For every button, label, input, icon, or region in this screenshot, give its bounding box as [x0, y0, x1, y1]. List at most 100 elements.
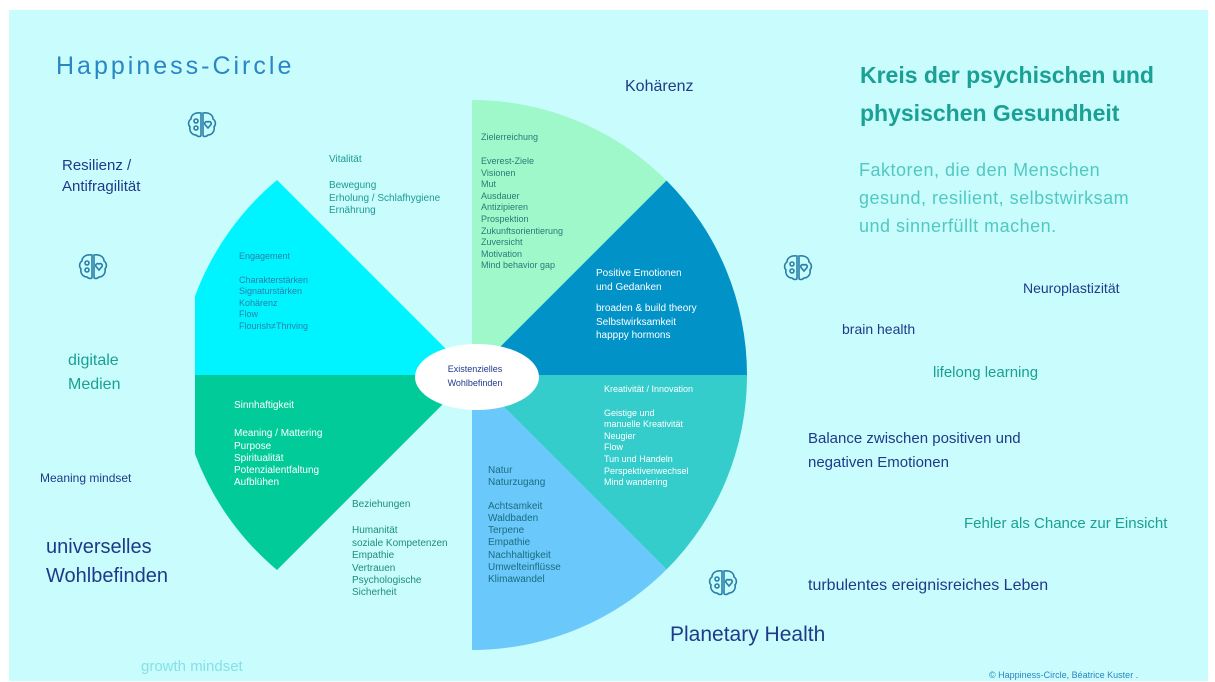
natur-heading-line1: Natur	[488, 465, 513, 476]
list-item: Sicherheit	[352, 587, 397, 599]
list-item: Zukunftsorientierung	[481, 225, 564, 236]
list-item: Erholung / Schlafhygiene	[329, 192, 441, 204]
list-item: Klimawandel	[488, 574, 545, 586]
list-item: manuelle Kreativität	[604, 419, 684, 430]
kreativitaet-heading: Kreativität / Innovation	[604, 384, 694, 394]
list-item: Zuversicht	[481, 237, 523, 248]
list-item: Waldbaden	[488, 512, 539, 524]
list-item: Tun und Handeln	[604, 453, 673, 464]
list-item: Motivation	[481, 248, 523, 259]
kreativitaet-block: Kreativität / Innovation Geistige und ma…	[604, 384, 693, 489]
list-item: Geistige und	[604, 407, 655, 418]
balance-line2: negativen Emotionen	[808, 454, 949, 471]
center-ellipse	[415, 344, 539, 410]
beziehungen-heading: Beziehungen	[352, 499, 411, 510]
brain-heart-icon	[76, 250, 110, 289]
vitalitaet-heading: Vitalität	[329, 154, 362, 165]
list-item: Nachhaltigkeit	[488, 549, 551, 561]
engagement-heading: Engagement	[239, 251, 291, 261]
list-item: Signaturstärken	[239, 286, 303, 297]
list-item: Achtsamkeit	[488, 500, 543, 512]
list-item: Mind behavior gap	[481, 260, 556, 271]
positive-heading-line1: Positive Emotionen	[596, 268, 682, 279]
zielerreichung-heading: Zielerreichung	[481, 132, 539, 142]
subtitle-line1: Faktoren, die den Menschen	[859, 160, 1101, 180]
list-item: Purpose	[234, 440, 272, 452]
list-item: Psychologische	[352, 575, 422, 587]
universelles-line2: Wohlbefinden	[46, 565, 168, 587]
list-item: Empathie	[488, 537, 531, 549]
list-item: Ernährung	[329, 205, 376, 217]
digitale-line1: digitale	[68, 352, 119, 369]
zielerreichung-list: Everest-Ziele Visionen Mut Ausdauer Anti…	[481, 156, 563, 272]
natur-block: Natur Naturzugang Achtsamkeit Waldbaden …	[488, 465, 561, 587]
turbulentes-leben: turbulentes ereignisreiches Leben	[808, 577, 1049, 594]
list-item: Flourish≠Thriving	[239, 320, 308, 331]
list-item: Potenzialentfaltung	[234, 465, 320, 477]
sinnhaftigkeit-heading: Sinnhaftigkeit	[234, 400, 295, 411]
brain-heart-icon	[185, 108, 219, 147]
diagram-canvas: Existenzielles Wohlbefinden Happiness-Ci…	[9, 10, 1208, 681]
kohaerenz-title: Kohärenz	[625, 78, 694, 95]
planetary-health: Planetary Health	[670, 623, 826, 646]
list-item: Aufblühen	[234, 477, 280, 489]
brain-heart-icon	[781, 251, 815, 290]
segment-sinnhaftigkeit	[195, 375, 472, 570]
center-label-line2: Wohlbefinden	[448, 378, 503, 388]
list-item: happpy hormons	[596, 330, 671, 341]
main-title-line2: physischen Gesundheit	[860, 100, 1120, 126]
sinnhaftigkeit-block: Sinnhaftigkeit Meaning / Mattering Purpo…	[234, 400, 322, 490]
neuroplastizitaet: Neuroplastizität	[1023, 280, 1120, 296]
subtitle-line2: gesund, resilient, selbstwirksam	[859, 188, 1130, 208]
list-item: Prospektion	[481, 213, 529, 224]
brain-health: brain health	[842, 321, 916, 337]
list-item: broaden & build theory	[596, 303, 697, 314]
list-item: Everest-Ziele	[481, 156, 535, 166]
list-item: Terpene	[488, 525, 525, 537]
engagement-block: Engagement Charakterstärken Signaturstär…	[239, 251, 308, 333]
fehler-als-chance: Fehler als Chance zur Einsicht	[964, 515, 1168, 532]
resilienz-line2: Antifragilität	[62, 178, 141, 195]
list-item: Spiritualität	[234, 452, 284, 464]
list-item: Humanität	[352, 525, 398, 537]
list-item: Selbstwirksamkeit	[596, 316, 677, 328]
list-item: Empathie	[352, 550, 395, 562]
digitale-line2: Medien	[68, 376, 121, 393]
universelles-line1: universelles	[46, 536, 152, 558]
list-item: Perspektivenwechsel	[604, 465, 689, 476]
segment-kreativitaet	[472, 375, 748, 570]
list-item: Bewegung	[329, 180, 377, 192]
list-item: Mut	[481, 179, 497, 190]
brain-heart-icon	[706, 566, 740, 605]
segment-natur	[472, 375, 667, 650]
natur-heading-line2: Naturzugang	[488, 477, 546, 489]
copyright: © Happiness-Circle, Béatrice Kuster .	[989, 670, 1139, 680]
center-label-line1: Existenzielles	[448, 364, 503, 374]
list-item: Antizipieren	[481, 202, 529, 213]
list-item: Umwelteinflüsse	[488, 562, 561, 574]
balance-line1: Balance zwischen positiven und	[808, 430, 1021, 447]
segment-zielerreichung	[472, 99, 667, 376]
resilienz-line1: Resilienz /	[62, 157, 132, 174]
subtitle-line3: und sinnerfüllt machen.	[859, 216, 1057, 236]
list-item: soziale Kompetenzen	[352, 537, 448, 549]
list-item: Ausdauer	[481, 190, 520, 201]
list-item: Kohärenz	[239, 297, 278, 308]
positive-heading-line2: und Gedanken	[596, 281, 662, 293]
list-item: Meaning / Mattering	[234, 428, 323, 440]
brand-title: Happiness-Circle	[56, 52, 295, 80]
list-item: Vertrauen	[352, 562, 396, 574]
segment-positive-emotionen	[472, 180, 747, 375]
list-item: Charakterstärken	[239, 274, 309, 285]
vitalitaet-block: Vitalität Bewegung Erholung / Schlafhygi…	[329, 154, 440, 218]
happiness-wheel: Existenzielles Wohlbefinden	[195, 99, 748, 650]
list-item: Flow	[604, 442, 624, 453]
list-item: Mind wandering	[604, 477, 668, 488]
list-item: Flow	[239, 309, 259, 320]
beziehungen-block: Beziehungen Humanität soziale Kompetenze…	[352, 499, 448, 600]
growth-mindset: growth mindset	[141, 658, 243, 675]
list-item: Visionen	[481, 167, 516, 178]
meaning-mindset: Meaning mindset	[40, 471, 132, 485]
positive-block: Positive Emotionen und Gedanken broaden …	[596, 267, 697, 343]
segment-engagement	[195, 180, 472, 375]
